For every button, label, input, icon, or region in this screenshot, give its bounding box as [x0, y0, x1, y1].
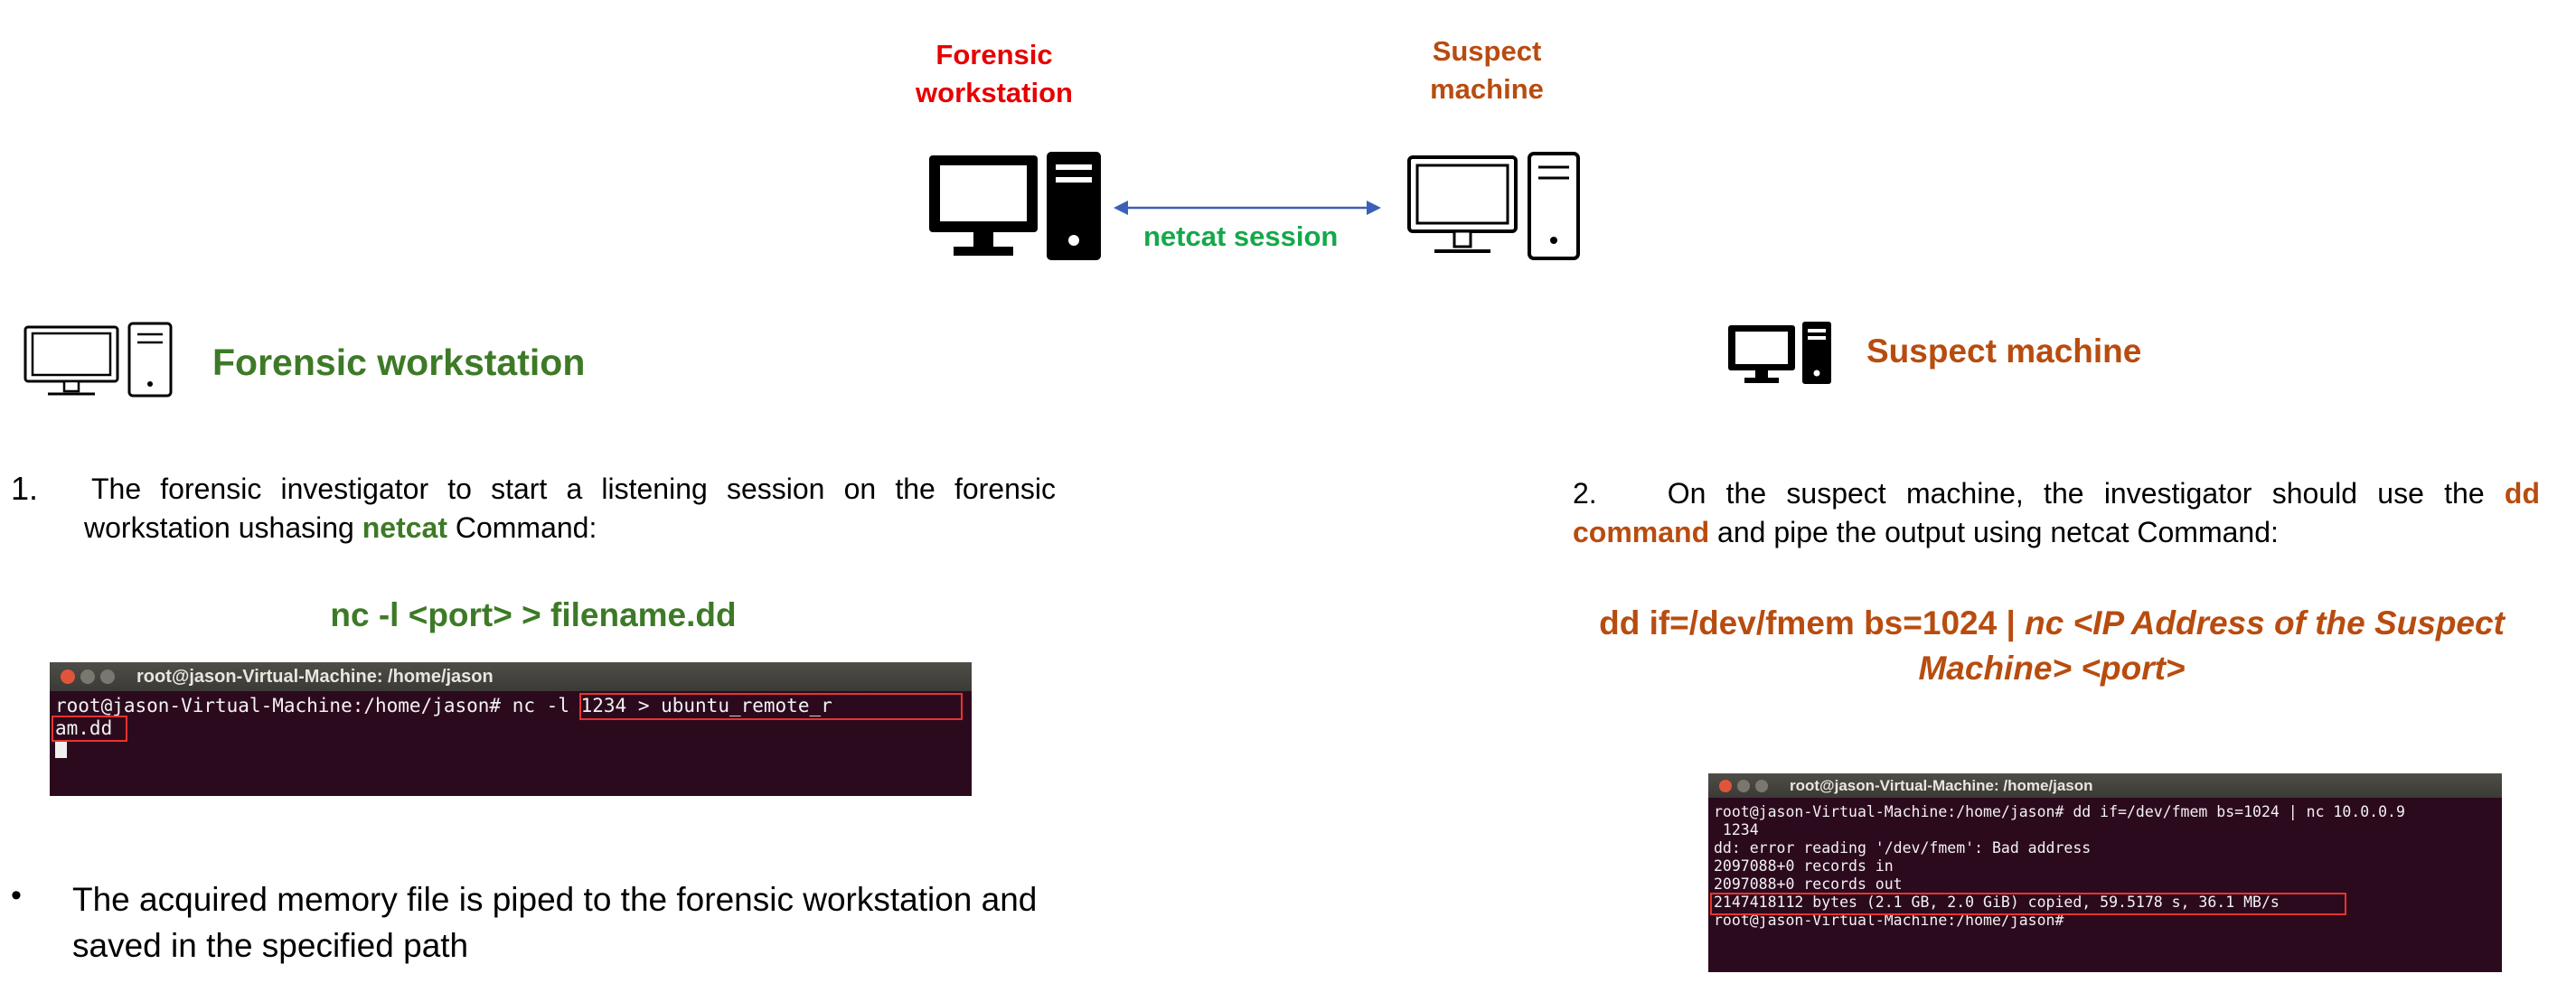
- netcat-session-label: netcat session: [1143, 220, 1339, 252]
- forensic-workstation-title: Forensic workstation: [212, 342, 586, 383]
- forensic-computer-icon: [929, 152, 1101, 260]
- terminal-line: 2097088+0 records out: [1714, 875, 1903, 893]
- close-icon[interactable]: [61, 669, 75, 684]
- result-highlight: [1710, 893, 2346, 915]
- terminal-command-1: nc -l 1234 > ubuntu_remote_r: [512, 695, 832, 716]
- dd-command-keyword: dd command: [1573, 477, 2541, 548]
- minimize-icon[interactable]: [1737, 779, 1750, 792]
- close-icon[interactable]: [1719, 779, 1732, 792]
- maximize-icon[interactable]: [1755, 779, 1768, 792]
- minimize-icon[interactable]: [80, 669, 95, 684]
- terminal-line: 2147418112 bytes (2.1 GB, 2.0 GiB) copie…: [1714, 894, 2280, 911]
- suspect-machine-title: Suspect machine: [1866, 332, 2142, 370]
- terminal-line: 1234: [1714, 821, 1759, 838]
- maximize-icon[interactable]: [100, 669, 115, 684]
- forensic-workstation-section-icon: [24, 322, 173, 398]
- command-highlight: [579, 693, 963, 720]
- terminal-line: dd: error reading '/dev/fmem': Bad addre…: [1714, 839, 2092, 857]
- terminal-output: root@jason-Virtual-Machine:/home/jason# …: [50, 691, 972, 767]
- suspect-terminal: root@jason-Virtual-Machine: /home/jason …: [1708, 773, 2502, 972]
- step-1-text: The forensic investigator to start a lis…: [84, 473, 1056, 544]
- suspect-machine-section-icon: [1728, 322, 1831, 384]
- terminal-prompt: root@jason-Virtual-Machine:/home/jason#: [55, 695, 502, 716]
- suspect-machine-label: Suspect machine: [1430, 35, 1544, 105]
- terminal-line: root@jason-Virtual-Machine:/home/jason# …: [1714, 803, 2405, 820]
- listen-command: nc -l <port> > filename.dd: [330, 596, 737, 633]
- terminal-line: 2097088+0 records in: [1714, 857, 1894, 875]
- terminal-title: root@jason-Virtual-Machine: /home/jason: [1790, 776, 2093, 794]
- netcat-keyword: netcat: [362, 511, 447, 544]
- forensic-terminal: root@jason-Virtual-Machine: /home/jason …: [50, 662, 972, 796]
- terminal-output: root@jason-Virtual-Machine:/home/jason# …: [1708, 798, 2502, 933]
- command-highlight: [52, 716, 127, 742]
- dd-command: dd if=/dev/fmem bs=1024 | nc <IP Address…: [1599, 604, 2505, 687]
- step-2-text: 2.On the suspect machine, the investigat…: [1573, 477, 2541, 548]
- terminal-line: root@jason-Virtual-Machine:/home/jason#: [1714, 912, 2064, 929]
- suspect-computer-icon: [1407, 152, 1580, 260]
- terminal-cursor: [55, 740, 67, 758]
- terminal-command-2: am.dd: [55, 717, 113, 739]
- step-1-number: 1.: [11, 470, 39, 507]
- bullet-marker: •: [11, 878, 22, 913]
- forensic-workstation-label: Forensic workstation: [916, 39, 1073, 108]
- netcat-arrow: [1114, 201, 1381, 215]
- step-2-number: 2.: [1573, 477, 1597, 510]
- terminal-titlebar: root@jason-Virtual-Machine: /home/jason: [50, 662, 972, 691]
- terminal-titlebar: root@jason-Virtual-Machine: /home/jason: [1708, 773, 2502, 798]
- terminal-title: root@jason-Virtual-Machine: /home/jason: [136, 666, 494, 687]
- bullet-text: The acquired memory file is piped to the…: [72, 881, 1038, 964]
